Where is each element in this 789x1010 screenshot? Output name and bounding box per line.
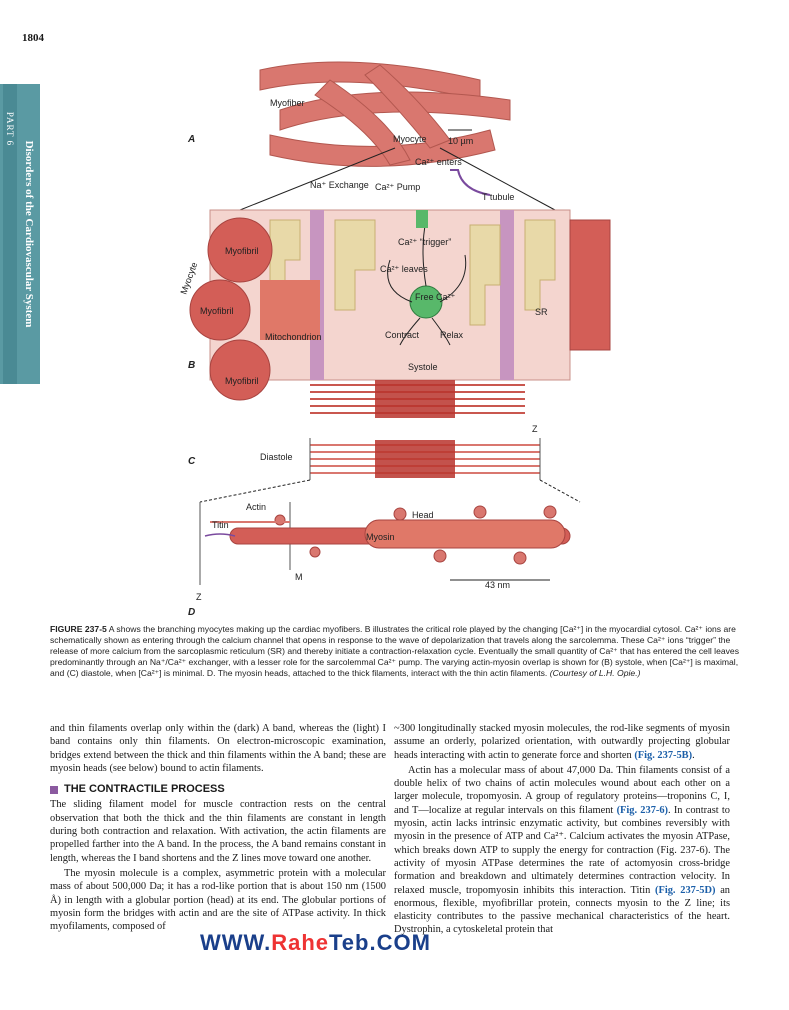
panel-c-diastole: Diastole Z C [188, 424, 541, 480]
figure-caption: FIGURE 237-5 A shows the branching myocy… [50, 624, 740, 679]
panel-d-filaments: Actin Titin Head Myosin M Z 43 nm D [188, 479, 581, 618]
label-m: M [295, 572, 303, 582]
part-label: PART 6 [5, 111, 15, 147]
watermark-part: WWW. [200, 930, 272, 955]
section-heading-text: THE CONTRACTILE PROCESS [64, 783, 225, 796]
label-sr: SR [535, 307, 548, 317]
figure-237-5: Myofiber Myocyte 10 µm A F [150, 40, 750, 620]
watermark-part: Rahe [271, 930, 329, 955]
part-number-strip: PART 6 [3, 84, 17, 384]
panel-label-c: C [188, 456, 196, 467]
label-z-top: Z [532, 424, 538, 434]
watermark-part: Teb [329, 930, 370, 955]
watermark-part: .COM [369, 930, 431, 955]
label-relax: Relax [440, 330, 464, 340]
label-myocyte: Myocyte [393, 134, 427, 144]
label-diastole: Diastole [260, 452, 293, 462]
page-number: 1804 [22, 32, 44, 44]
panel-a-myofibers: Myofiber Myocyte 10 µm A [187, 61, 511, 167]
body-column-right: ~300 longitudinally stacked myosin molec… [394, 722, 730, 939]
panel-b-cell: Free Ca²⁺ Ca²⁺ enters Na⁺ Exchange Ca²⁺ … [178, 147, 611, 418]
label-z-bottom: Z [196, 592, 202, 602]
panel-label-d: D [188, 607, 195, 618]
body-column-left: and thin filaments overlap only within t… [50, 722, 386, 935]
label-myofiber: Myofiber [270, 98, 305, 108]
figure-reference-link[interactable]: (Fig. 237-6) [616, 804, 668, 816]
label-ca-enters: Ca²⁺ enters [415, 157, 462, 167]
label-scale: 10 µm [448, 136, 473, 146]
figure-reference-link[interactable]: (Fig. 237-5B) [634, 749, 693, 761]
label-myofibril-2: Myofibril [200, 306, 234, 316]
section-heading: THE CONTRACTILE PROCESS [50, 783, 386, 796]
paragraph-text: Actin has a molecular mass of about 47,0… [394, 764, 730, 816]
label-na-exchange: Na⁺ Exchange [310, 180, 369, 190]
label-actin: Actin [246, 502, 266, 512]
figure-reference-link[interactable]: (Fig. 237-5D) [655, 884, 716, 896]
label-43nm: 43 nm [485, 580, 510, 590]
label-contract: Contract [385, 330, 420, 340]
figure-label: FIGURE 237-5 [50, 624, 107, 634]
paragraph: The myosin molecule is a complex, asymme… [50, 867, 386, 933]
label-ca-trigger: Ca²⁺ “trigger” [398, 237, 451, 247]
label-free-ca: Free Ca²⁺ [415, 292, 456, 302]
paragraph-text: an enormous, flexible, myofibrillar prot… [394, 884, 730, 936]
label-myofibril-3: Myofibril [225, 376, 259, 386]
label-ca-leaves: Ca²⁺ leaves [380, 264, 428, 274]
panel-label-a: A [187, 134, 195, 145]
caption-text: A shows the branching myocytes making up… [50, 624, 740, 678]
label-head: Head [412, 510, 434, 520]
paragraph: ~300 longitudinally stacked myosin molec… [394, 723, 730, 761]
paragraph-text: . In contrast to myosin, actin lacks int… [394, 804, 730, 896]
part-title-strip: Disorders of the Cardiovascular System [18, 84, 40, 384]
figure-illustration: Myofiber Myocyte 10 µm A F [178, 61, 611, 618]
paragraph: The sliding filament model for muscle co… [50, 799, 386, 864]
caption-credit: (Courtesy of L.H. Opie.) [549, 668, 641, 678]
part-title: Disorders of the Cardiovascular System [23, 140, 35, 328]
panel-label-b: B [188, 360, 195, 371]
label-myosin: Myosin [366, 532, 395, 542]
paragraph: Actin has a molecular mass of about 47,0… [394, 764, 730, 937]
label-mitochondrion: Mitochondrion [265, 332, 322, 342]
paragraph: and thin filaments overlap only within t… [50, 723, 386, 774]
watermark-logo: WWW.RaheTeb.COM [200, 930, 431, 956]
label-t-tubule: T tubule [482, 192, 514, 202]
label-myocyte-side: Myocyte [178, 261, 199, 296]
label-myofibril-1: Myofibril [225, 246, 259, 256]
label-titin: Titin [212, 520, 229, 530]
label-systole: Systole [408, 362, 438, 372]
section-bullet-icon [50, 785, 58, 794]
paragraph-text: ~300 longitudinally stacked myosin molec… [394, 723, 730, 761]
part-side-tab: PART 6 Disorders of the Cardiovascular S… [0, 84, 40, 384]
label-ca-pump: Ca²⁺ Pump [375, 182, 420, 192]
